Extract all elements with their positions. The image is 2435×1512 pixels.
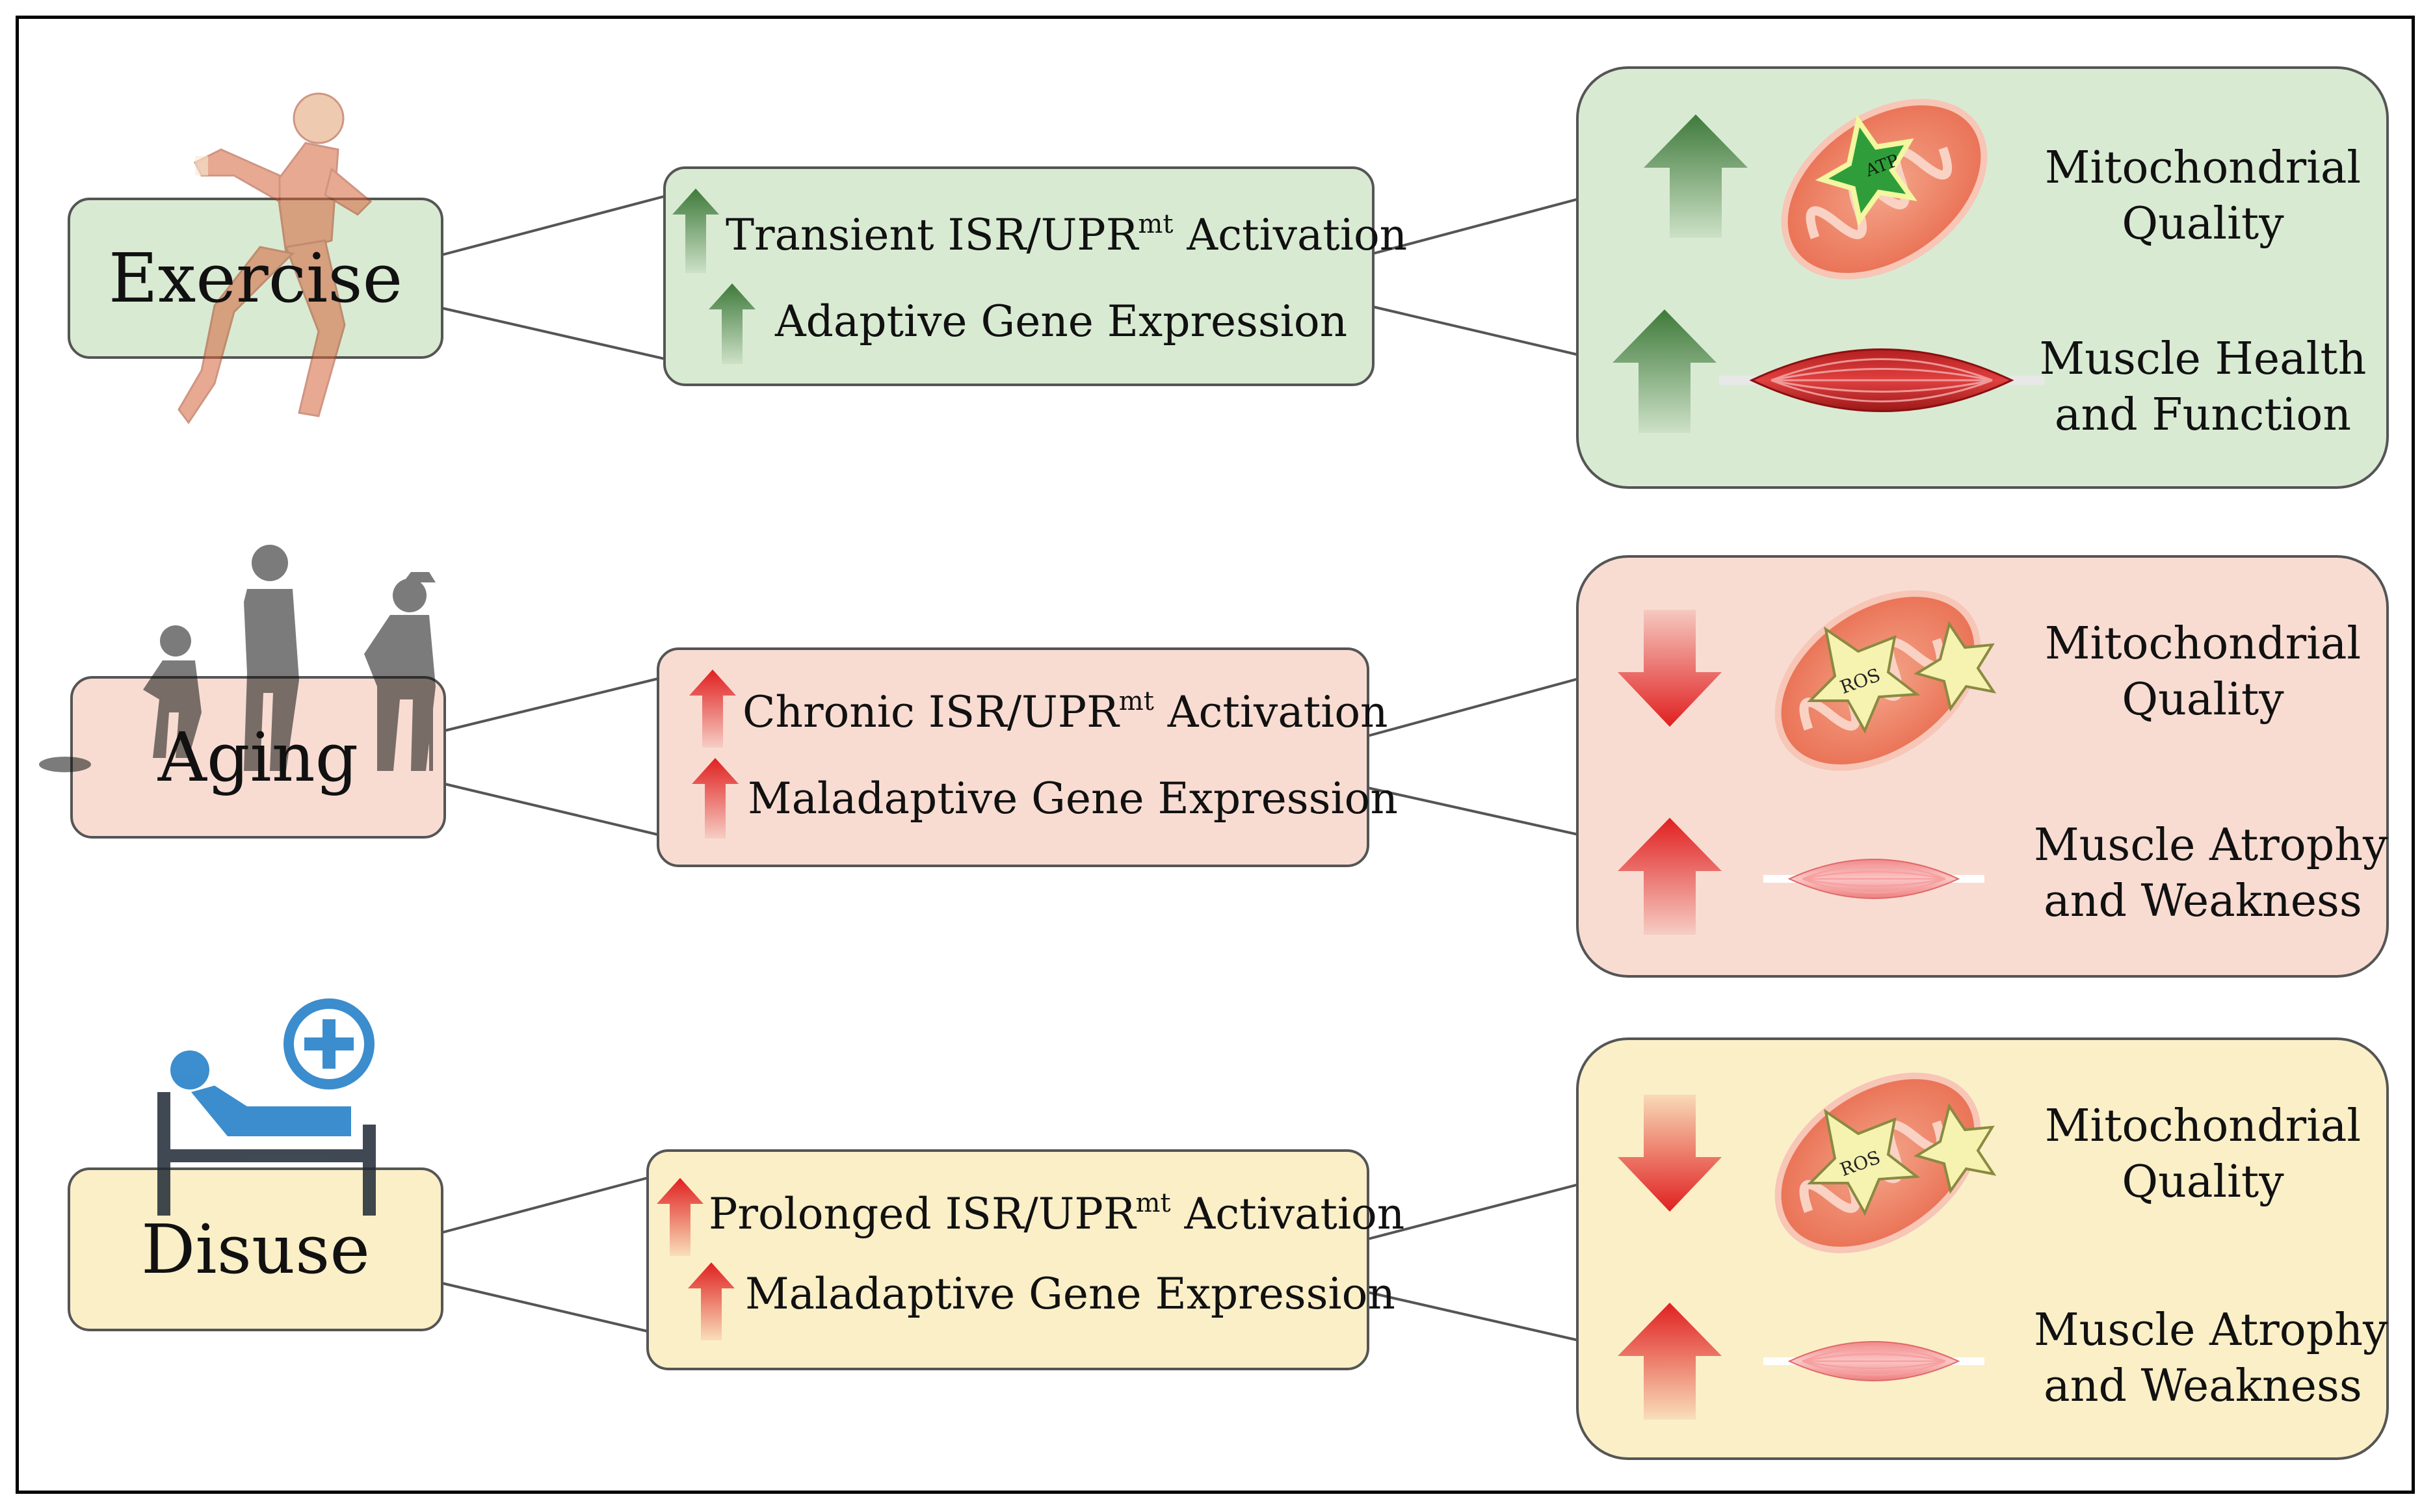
condition-box-disuse: Disuse <box>68 1167 443 1331</box>
up-arrow-icon <box>689 670 736 748</box>
condition-box-exercise: Exercise <box>68 198 443 359</box>
up-arrow-icon <box>688 1262 735 1340</box>
mechanism-line-2: Maladaptive Gene Expression <box>745 1269 1395 1319</box>
up-arrow-icon <box>1618 818 1722 935</box>
up-arrow-icon <box>709 283 756 364</box>
runner-anatomy-icon <box>124 78 390 449</box>
mitochondrion-ros-icon: ROS <box>1774 1073 1997 1253</box>
mechanism-line-1: Transient ISR/UPRmt Activation <box>726 209 1408 260</box>
condition-label-aging: Aging <box>157 718 359 797</box>
muscle-atrophy-icon <box>1763 1341 1984 1381</box>
condition-label-exercise: Exercise <box>108 239 403 318</box>
mechanism-line-2: Adaptive Gene Expression <box>775 296 1348 346</box>
mechanism-line-2: Maladaptive Gene Expression <box>748 774 1398 824</box>
outer-frame <box>16 16 2415 1494</box>
condition-label-disuse: Disuse <box>141 1210 370 1289</box>
down-arrow-icon <box>1618 610 1722 727</box>
muscle-atrophy-icon <box>1763 859 1984 899</box>
up-arrow-icon <box>692 758 739 839</box>
down-arrow-icon <box>1618 1095 1722 1212</box>
mechanism-line-1: Prolonged ISR/UPRmt Activation <box>709 1188 1405 1239</box>
hospital-bed-icon <box>150 995 384 1216</box>
up-arrow-icon <box>672 189 719 273</box>
up-arrow-icon <box>657 1178 704 1256</box>
up-arrow-icon <box>1618 1303 1722 1420</box>
mitochondrion-ros-icon: ROS <box>1774 590 1997 771</box>
up-arrow-icon <box>1612 309 1717 433</box>
muscle-healthy-icon <box>1719 348 2044 412</box>
up-arrow-icon <box>1644 114 1748 238</box>
mechanism-box-exercise: Transient ISR/UPRmt Activation Adaptive … <box>663 166 1407 386</box>
aging-silhouettes-icon <box>39 543 442 777</box>
mechanism-box-disuse: Prolonged ISR/UPRmt Activation Maladapti… <box>646 1149 1404 1370</box>
mitochondrion-atp-icon: ATP <box>1781 99 1988 280</box>
mechanism-line-1: Chronic ISR/UPRmt Activation <box>743 686 1388 737</box>
mechanism-box-aging: Chronic ISR/UPRmt Activation Maladaptive… <box>657 647 1398 867</box>
